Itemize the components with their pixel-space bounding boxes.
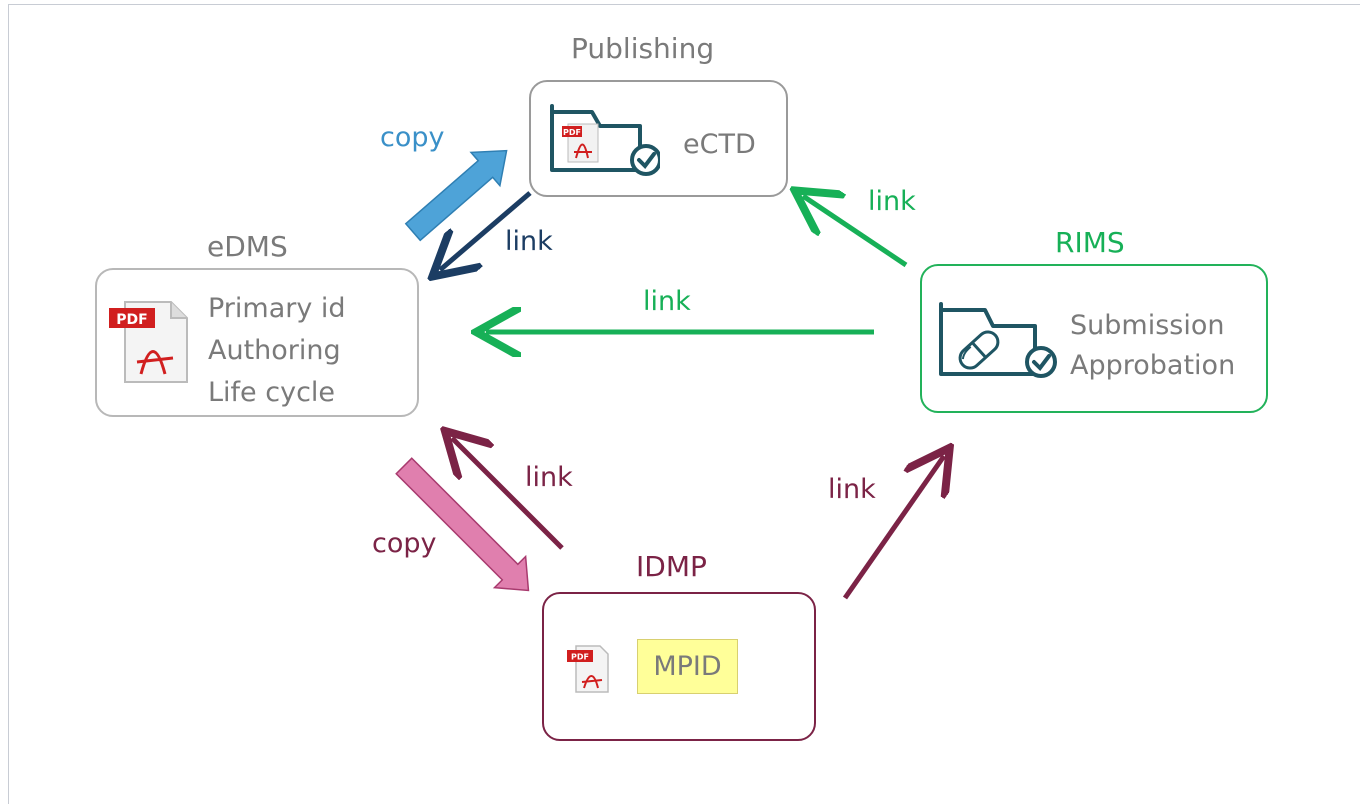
publishing-box[interactable]: PDF eCTD [529, 80, 788, 197]
edms-box[interactable]: PDF Primary id Authoring Life cycle [95, 268, 419, 417]
link-arrow-idmp-to-edms [452, 438, 564, 550]
copy-arrow-to-idmp [395, 457, 530, 592]
link-label-idmp-to-edms: link [525, 462, 573, 493]
svg-text:PDF: PDF [116, 312, 147, 328]
mpid-highlight: MPID [637, 639, 738, 694]
copy-label-to-idmp: copy [372, 528, 437, 559]
rims-box[interactable]: Submission Approbation [920, 264, 1268, 413]
edms-heading: eDMS [207, 230, 288, 263]
link-label-rims-to-publishing: link [868, 186, 916, 217]
rims-line-submission: Submission [1070, 310, 1225, 341]
edms-line-primary-id: Primary id [208, 293, 346, 324]
pdf-file-icon: PDF [109, 301, 188, 383]
rims-heading: RIMS [1055, 226, 1125, 259]
link-label-idmp-to-rims: link [828, 474, 876, 505]
arrows-layer [395, 149, 1362, 600]
link-arrow-rims-to-publishing [803, 196, 908, 268]
diagram-frame [8, 4, 1360, 804]
idmp-heading: IDMP [636, 550, 707, 583]
link-arrow-publishing-to-edms [440, 191, 532, 270]
copy-label-to-publishing: copy [380, 122, 445, 153]
pdf-small-icon: PDF [567, 645, 609, 693]
svg-text:PDF: PDF [571, 653, 589, 662]
rims-line-approbation: Approbation [1070, 350, 1236, 381]
idmp-box[interactable]: PDF [542, 592, 816, 741]
publishing-heading: Publishing [571, 32, 715, 65]
link-arrow-idmp-to-rims [842, 456, 944, 600]
edms-line-authoring: Authoring [208, 335, 341, 366]
folder-pdf-check-icon: PDF [550, 104, 660, 176]
folder-pill-check-icon [939, 302, 1057, 378]
link-label-publishing-to-edms: link [505, 226, 553, 257]
link-label-rims-to-edms: link [643, 286, 691, 317]
publishing-text: eCTD [683, 129, 756, 160]
svg-text:PDF: PDF [563, 128, 581, 137]
edms-line-life-cycle: Life cycle [208, 377, 336, 408]
